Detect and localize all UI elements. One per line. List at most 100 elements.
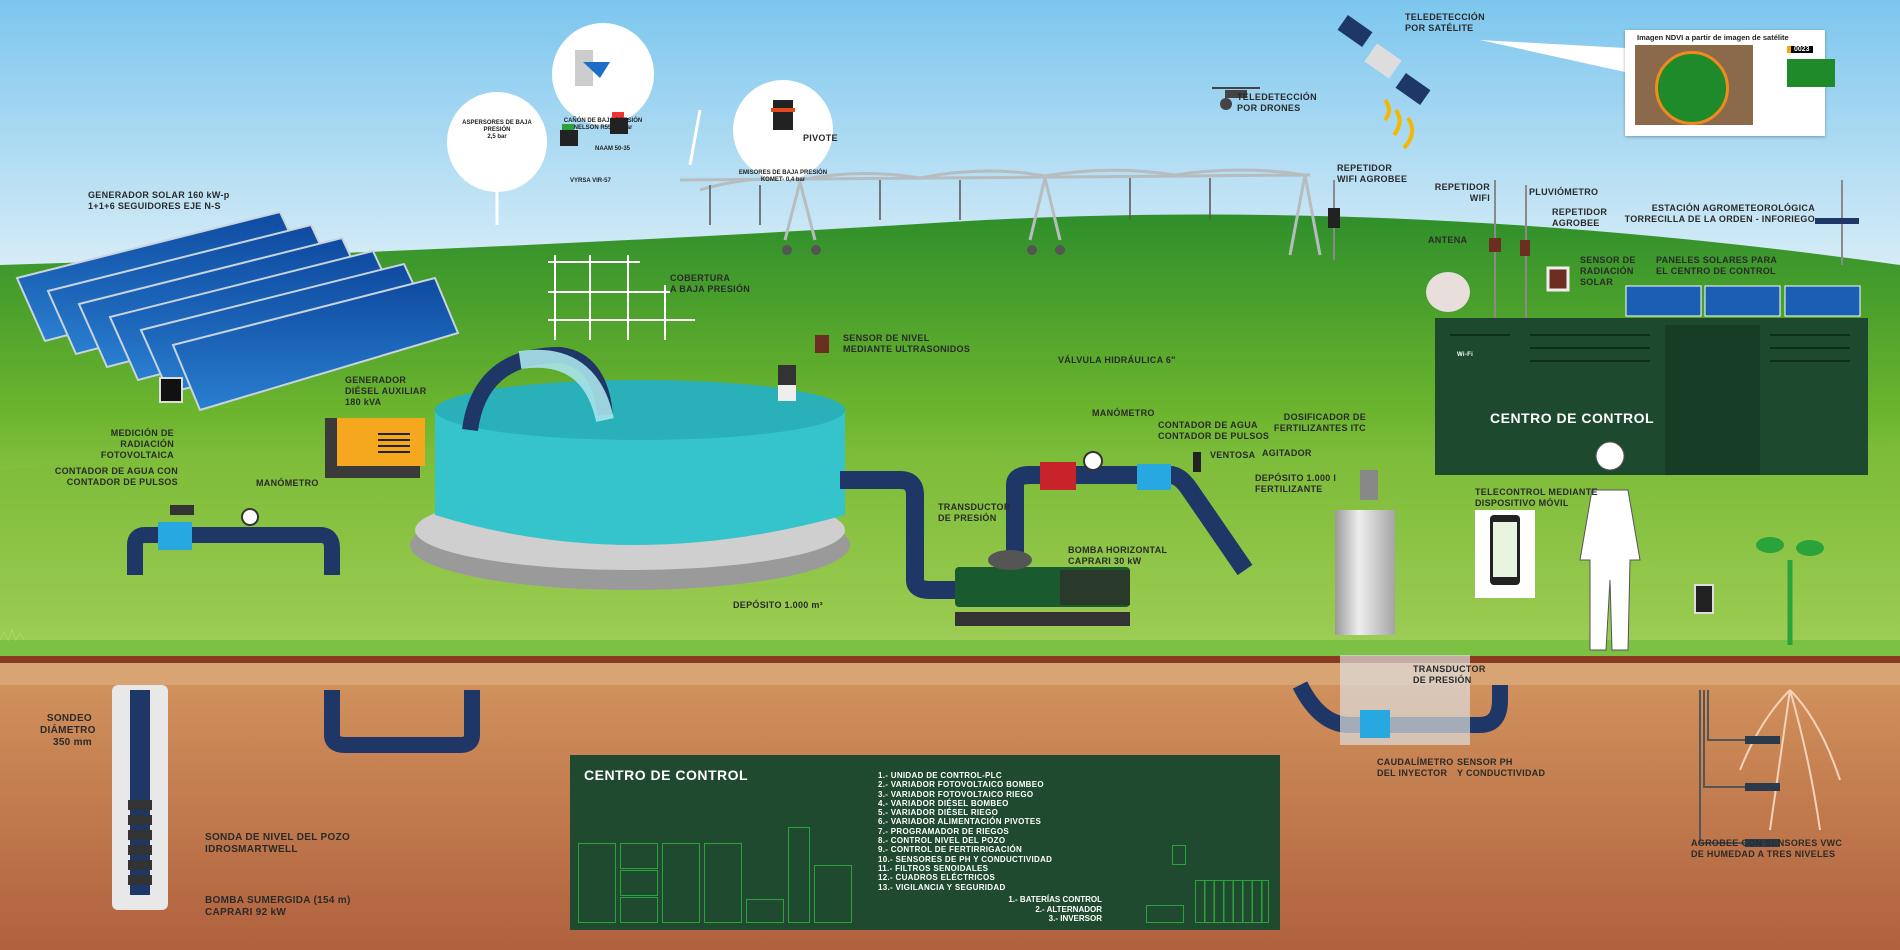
cabinet-7 (746, 899, 784, 923)
sprinkler-bubble (447, 92, 547, 192)
label-pivote: PIVOTE (803, 133, 838, 143)
control-item: 3.- VARIADOR FOTOVOLTAICO RIEGO (878, 789, 1034, 799)
control-item: 7.- PROGRAMADOR DE RIEGOS (878, 826, 1010, 836)
grass (0, 640, 1900, 656)
aspersores-model-b: VYRSA VIR-57 (570, 178, 611, 184)
label-transducer: TRANSDUCTOR DE PRESIÓN (938, 502, 1011, 523)
wifi-badge: Wi-Fi (1457, 352, 1474, 358)
diesel-generator (325, 418, 425, 466)
label-coverage: COBERTURA A BAJA PRESIÓN (670, 273, 751, 294)
cannon-title: CAÑÓN DE BAJA PRESIÓN NELSON R55 1,2 bar (563, 118, 643, 131)
label-level-sensor: SENSOR DE NIVEL MEDIANTE ULTRASONIDOS (843, 333, 971, 354)
alternator-box (1146, 905, 1184, 923)
aspersores-model-a: NAAM 50-35 (595, 146, 631, 152)
cabinet-5 (662, 843, 700, 923)
person (1579, 441, 1641, 651)
label-valve: VÁLVULA HIDRÁULICA 6" (1058, 355, 1176, 365)
satellite-signal (1383, 98, 1415, 150)
control-items-list: 1.- UNIDAD DE CONTROL-PLC 2.- VARIADOR F… (878, 771, 1052, 892)
main-pipe (840, 466, 1253, 599)
doser (1360, 470, 1378, 500)
control-item: 9.- CONTROL DE FERTIRRIGACIÓN (878, 845, 1023, 855)
ndvi-code: 0023 (1787, 46, 1813, 53)
label-manometer-left: MANÓMETRO (256, 478, 319, 488)
label-agrobee-vwc: AGROBEE CON SENSORES VWC DE HUMEDAD A TR… (1691, 838, 1843, 859)
label-submersible: BOMBA SUMERGIDA (154 m) CAPRARI 92 kW (205, 895, 351, 918)
label-solar-generator: GENERADOR SOLAR 160 kW-p 1+1+6 SEGUIDORE… (88, 190, 230, 211)
power-items-list: 1.- BATERÍAS CONTROL 2.- ALTERNADOR 3.- … (1008, 895, 1102, 924)
label-agitator: AGITADOR (1262, 448, 1312, 458)
control-building-title: CENTRO DE CONTROL (1490, 410, 1655, 426)
label-diesel: GENERADOR DIÉSEL AUXILIAR 180 kVA (345, 375, 427, 407)
fertilizer-tank (1335, 510, 1395, 635)
low-pressure-coverage (548, 255, 695, 340)
label-repeater-wifi-agrobee: REPETIDOR WIFI AGROBEE (1337, 163, 1408, 184)
control-item: 1.- UNIDAD DE CONTROL-PLC (878, 771, 1002, 780)
power-item: 1.- BATERÍAS CONTROL (1008, 895, 1102, 904)
label-repeater-agrobee: REPETIDOR AGROBEE (1552, 207, 1608, 228)
cabinet-4 (620, 897, 658, 923)
control-solar-panels (1625, 285, 1861, 317)
label-water-meter-right: CONTADOR DE AGUA CONTADOR DE PULSOS (1158, 420, 1270, 441)
label-flowmeter: CAUDALÍMETRO DEL INYECTOR (1377, 757, 1454, 778)
underground-pipe (324, 690, 480, 753)
battery-box (1172, 845, 1186, 865)
submersible-pump (128, 800, 152, 885)
control-item: 11.- FILTROS SENOIDALES (878, 863, 989, 873)
label-ventosa: VENTOSA (1210, 450, 1256, 460)
control-item: 6.- VARIADOR ALIMENTACIÓN PIVOTES (878, 817, 1042, 827)
cabinet-9 (814, 865, 852, 923)
water-meter-left (158, 522, 192, 550)
ndvi-pointer (1480, 40, 1625, 72)
control-item: 10.- SENSORES DE PH Y CONDUCTIVIDAD (878, 854, 1053, 864)
label-well-probe: SONDA DE NIVEL DEL POZO IDROSMARTWELL (205, 832, 351, 855)
pv-radiation-sensor (159, 377, 183, 403)
label-manometer-right: MANÓMETRO (1092, 408, 1155, 418)
cabinet-1 (578, 843, 616, 923)
control-item: 2.- VARIADOR FOTOVOLTAICO BOMBEO (878, 780, 1044, 790)
power-item: 3.- INVERSOR (1048, 914, 1102, 923)
cabinet-3 (620, 870, 658, 896)
label-satellite: TELEDETECCIÓN POR SATÉLITE (1405, 12, 1485, 33)
label-radiation-pv: MEDICIÓN DE RADIACIÓN FOTOVOLTAICA (100, 428, 174, 460)
label-drones: TELEDETECCIÓN POR DRONES (1237, 92, 1317, 113)
label-repeater-wifi: REPETIDOR WIFI (1434, 182, 1490, 203)
label-well: SONDEO DIÁMETRO 350 mm (40, 713, 96, 748)
label-tank: DEPÓSITO 1.000 m³ (733, 600, 823, 610)
control-item: 13.- VIGILANCIA Y SEGURIDAD (878, 882, 1006, 892)
control-item: 8.- CONTROL NIVEL DEL POZO (878, 836, 1006, 846)
ndvi-image (1635, 45, 1753, 125)
cannon-bubble (552, 23, 654, 125)
control-item: 5.- VARIADOR DIÉSEL RIEGO (878, 808, 999, 818)
label-telecontrol: TELECONTROL MEDIANTE DISPOSITIVO MÓVIL (1475, 487, 1598, 508)
sprinkler-icons (560, 50, 795, 146)
cabinet-2 (620, 843, 658, 869)
label-weather-station: ESTACIÓN AGROMETEOROLÓGICA TORRECILLA DE… (1624, 203, 1815, 224)
agrobee-sensor (1694, 584, 1714, 614)
hydraulic-valve (1040, 462, 1076, 490)
manometer-left (241, 508, 259, 526)
solar-panels (15, 210, 460, 412)
label-antenna: ANTENA (1428, 235, 1468, 245)
label-ph-sensor: SENSOR PH Y CONDUCTIVIDAD (1457, 757, 1546, 778)
manometer-right (1083, 451, 1103, 471)
label-solar-sensor: SENSOR DE RADIACIÓN SOLAR (1580, 255, 1636, 287)
water-meter-right (1137, 464, 1171, 490)
antenna-dish (1426, 272, 1470, 312)
ventosa (1193, 452, 1201, 472)
ndvi-title: Imagen NDVI a partir de imagen de satéli… (1637, 33, 1789, 42)
left-pipe (127, 527, 340, 575)
roots (1739, 689, 1841, 831)
control-building (1435, 318, 1868, 475)
cabinet-8 (788, 827, 810, 923)
control-item: 4.- VARIADOR DIÉSEL BOMBEO (878, 798, 1009, 808)
aspersores-title: ASPERSORES DE BAJA PRESIÓN 2,5 bar (462, 120, 532, 140)
ndvi-card: Imagen NDVI a partir de imagen de satéli… (1625, 30, 1835, 136)
control-item: 12.- CUADROS ELÉCTRICOS (878, 873, 996, 883)
label-pluviometer: PLUVIÓMETRO (1529, 187, 1599, 197)
injector-flowmeter (1360, 710, 1390, 738)
drone (1212, 87, 1260, 110)
power-item: 2.- ALTERNADOR (1035, 904, 1102, 914)
inverter-box (1195, 880, 1269, 923)
